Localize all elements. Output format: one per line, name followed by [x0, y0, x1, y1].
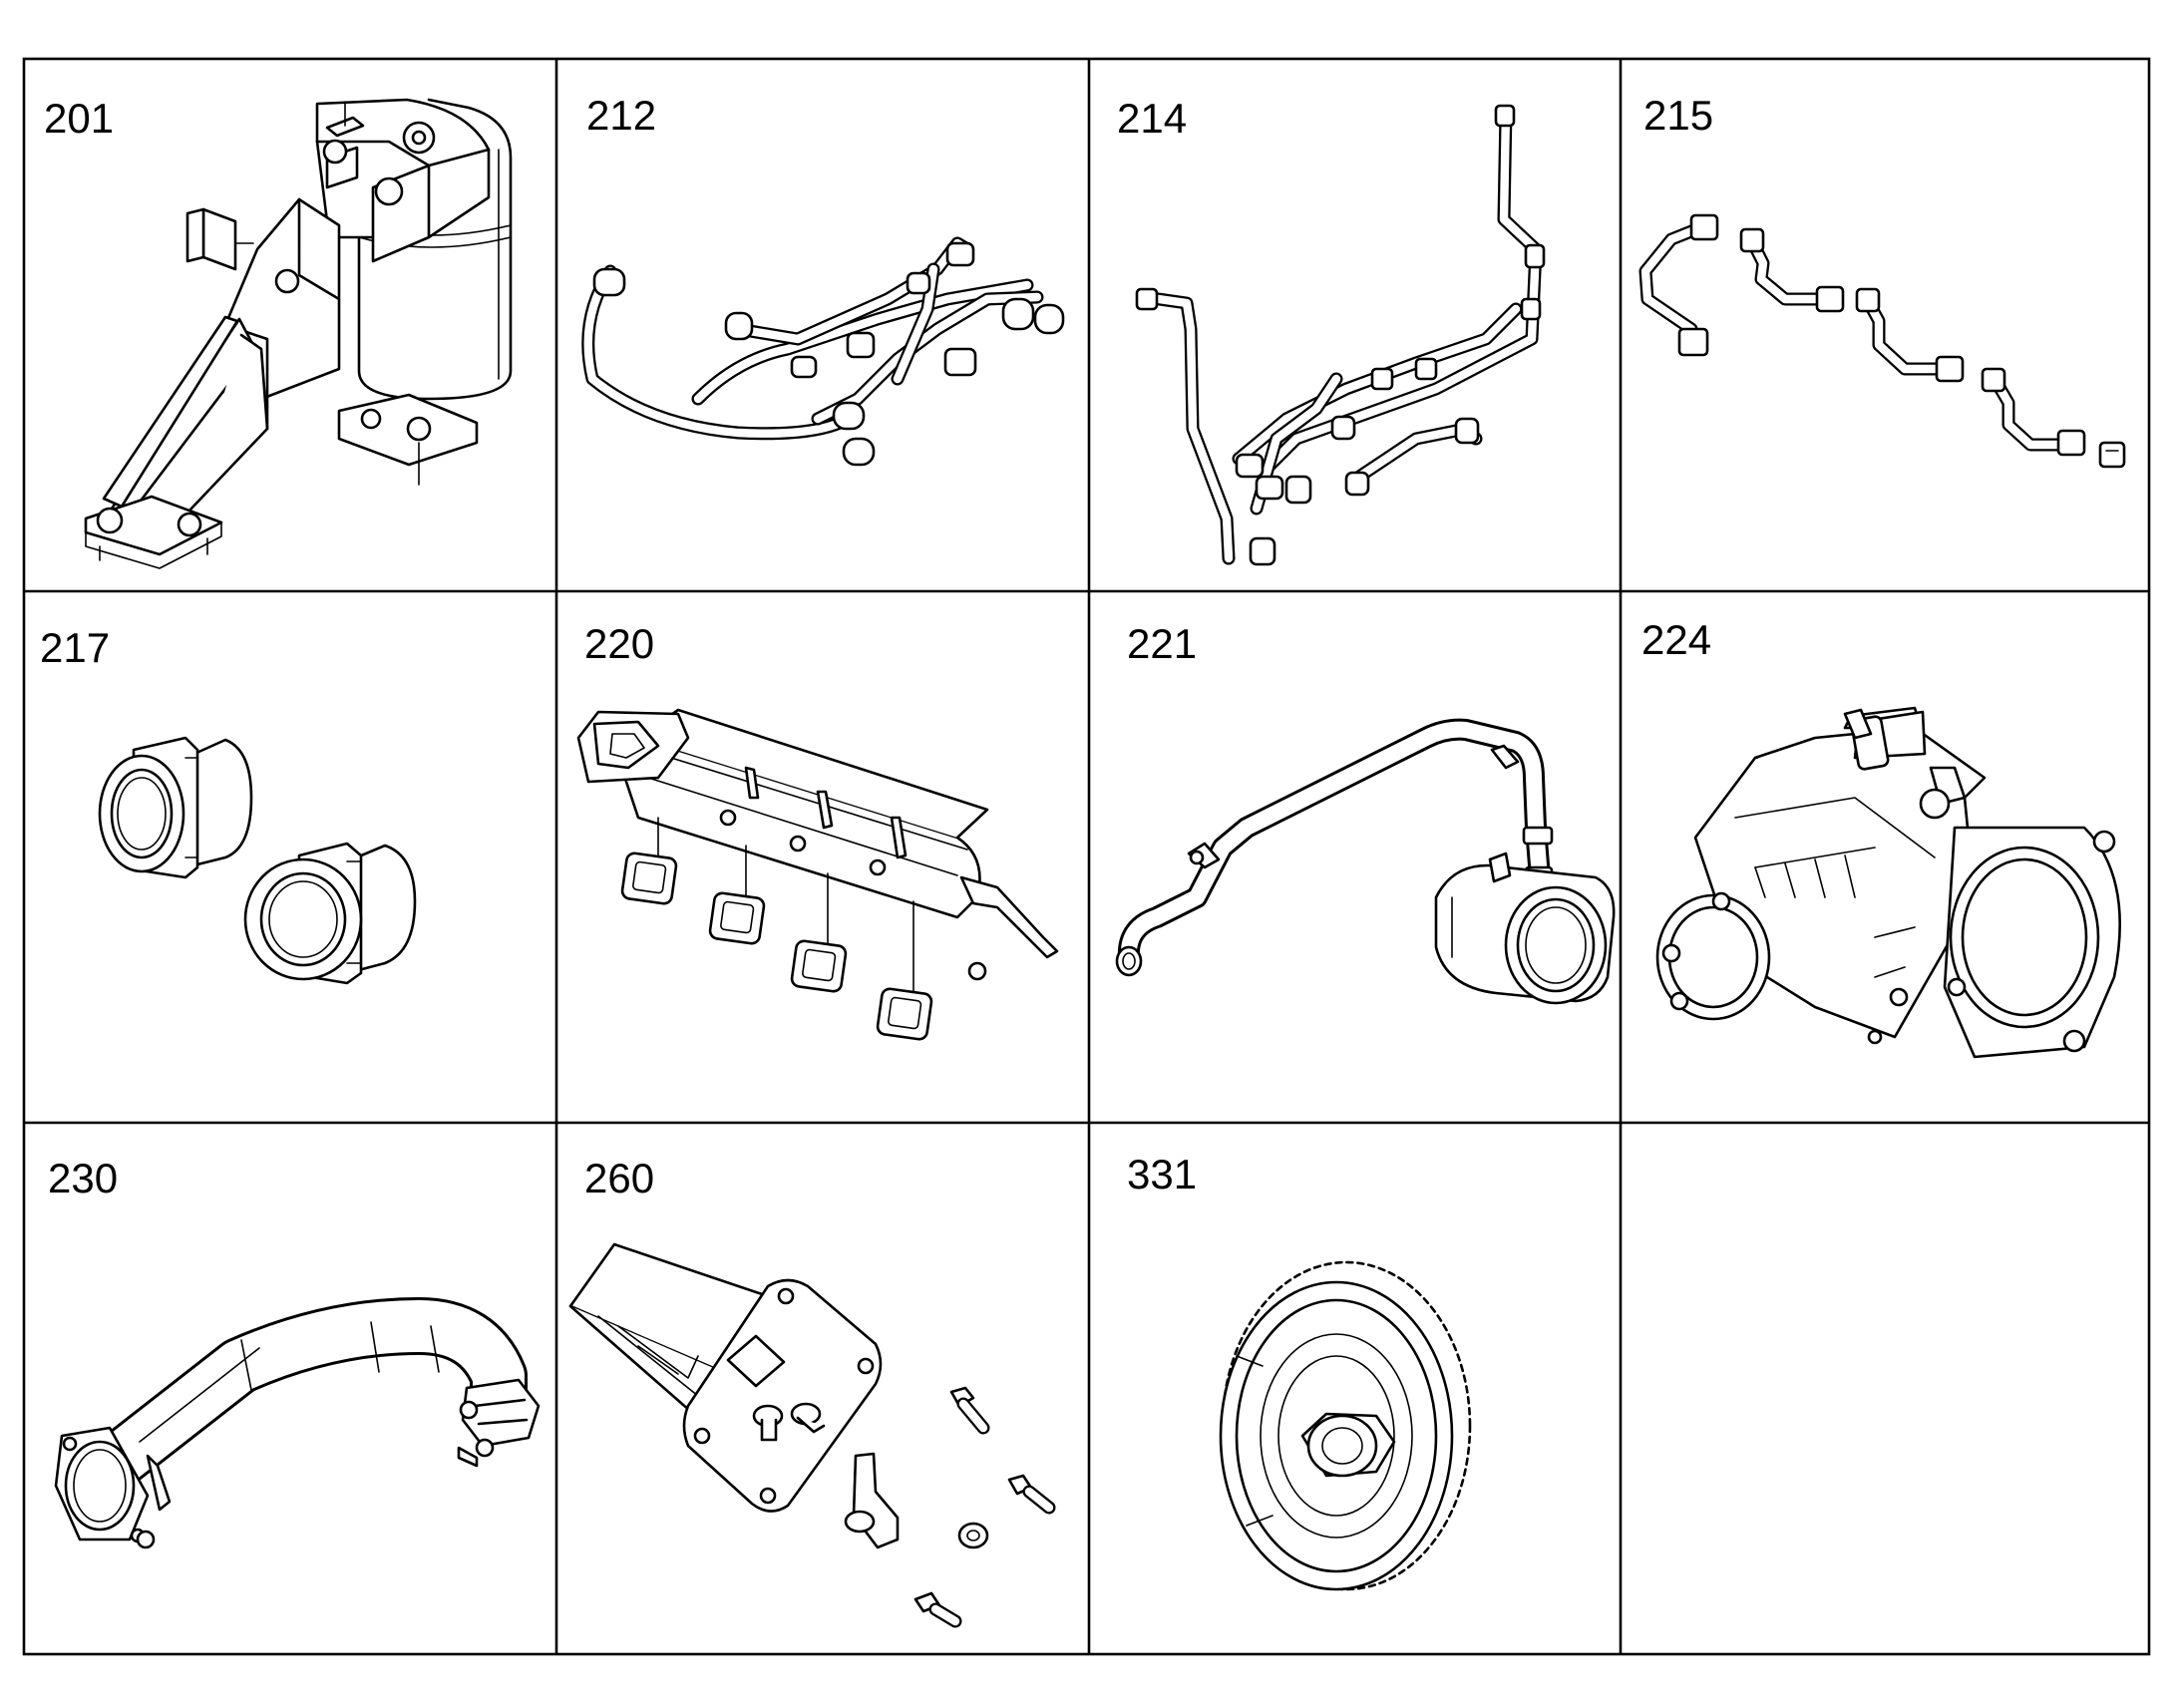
gear-wheel-icon: [1219, 1260, 1472, 1591]
charge-air-hose-icon: [54, 1297, 541, 1549]
mounting-bracket-kit-icon: [568, 1242, 1056, 1628]
cell-part-230[interactable]: 230: [48, 1155, 541, 1549]
threaded-couplings-icon: [98, 736, 417, 985]
cell-part-217[interactable]: 217: [40, 624, 417, 985]
wiring-harness-icon: [581, 236, 1065, 467]
part-number-221: 221: [1127, 620, 1197, 667]
cell-part-215[interactable]: 215: [1638, 92, 2126, 469]
part-number-214: 214: [1117, 95, 1187, 142]
cell-part-201[interactable]: 201: [44, 95, 513, 569]
part-number-331: 331: [1127, 1151, 1197, 1197]
fuel-injection-lines-icon: [1638, 213, 2126, 469]
cell-part-331[interactable]: 331: [1127, 1151, 1472, 1591]
wiring-harness-long-icon: [1135, 104, 1546, 566]
part-number-224: 224: [1641, 616, 1711, 663]
cell-part-212[interactable]: 212: [581, 92, 1065, 467]
parts-grid: [22, 57, 2151, 1656]
cell-part-221[interactable]: 221: [1115, 620, 1616, 1005]
throttle-valve-icon: [1655, 706, 2121, 1059]
intake-manifold-icon: [576, 708, 1059, 1041]
cell-part-214[interactable]: 214: [1117, 95, 1546, 566]
part-number-220: 220: [584, 620, 654, 667]
part-number-230: 230: [48, 1155, 118, 1201]
part-number-212: 212: [586, 92, 656, 139]
cell-part-260[interactable]: 260: [568, 1155, 1056, 1628]
part-number-260: 260: [584, 1155, 654, 1201]
part-number-217: 217: [40, 624, 110, 671]
part-number-201: 201: [44, 95, 114, 142]
cell-part-224[interactable]: 224: [1641, 616, 2121, 1059]
part-number-215: 215: [1643, 92, 1713, 139]
coolant-pipe-icon: [1115, 718, 1616, 1005]
fuel-filter-bracket-icon: [84, 98, 513, 569]
cell-part-220[interactable]: 220: [576, 620, 1059, 1041]
